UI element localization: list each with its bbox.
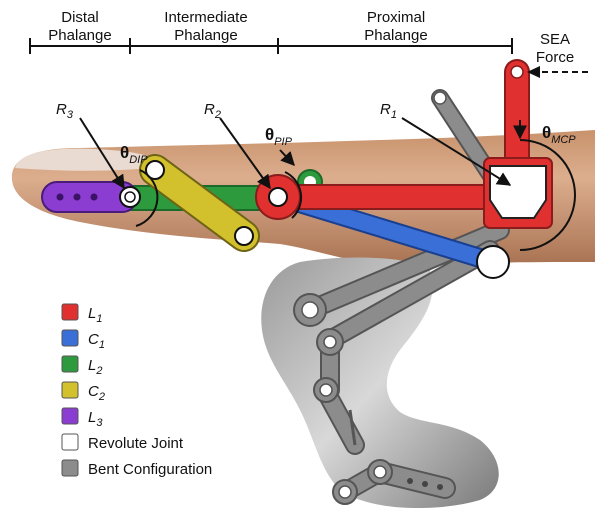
radius-r3-label: R3 (56, 101, 74, 121)
svg-text:C2: C2 (88, 383, 105, 403)
svg-text:L2: L2 (88, 357, 102, 377)
svg-text:C1: C1 (88, 331, 105, 351)
svg-text:Revolute Joint: Revolute Joint (88, 435, 184, 452)
sea-label-line2: Force (536, 49, 574, 66)
svg-text:Bent Configuration: Bent Configuration (88, 461, 212, 478)
distal-label-line2: Phalange (48, 27, 111, 44)
legend-item-c2: C2 (62, 382, 105, 403)
radius-r2-label: R2 (204, 101, 221, 121)
svg-text:L3: L3 (88, 409, 103, 429)
distal-label-line1: Distal (61, 9, 99, 26)
radius-labels: R3 R2 R1 (56, 101, 397, 121)
proximal-label-line1: Proximal (367, 9, 425, 26)
legend-item-revolute-joint: Revolute Joint (62, 434, 184, 452)
segment-labels: Distal Phalange Intermediate Phalange Pr… (48, 9, 574, 66)
legend: L1 C1 L2 C2 L3 Revolute Joint Bent Confi… (62, 304, 212, 478)
intermediate-label-line2: Phalange (174, 27, 237, 44)
sea-label-line1: SEA (540, 31, 570, 48)
legend-item-l2: L2 (62, 356, 102, 377)
legend-item-l1: L1 (62, 304, 102, 325)
svg-text:L1: L1 (88, 305, 102, 325)
legend-item-c1: C1 (62, 330, 105, 351)
intermediate-label-line1: Intermediate (164, 9, 247, 26)
legend-item-bent-configuration: Bent Configuration (62, 460, 212, 478)
proximal-label-line2: Phalange (364, 27, 427, 44)
legend-item-l3: L3 (62, 408, 103, 429)
sea-force-arrow (527, 66, 588, 78)
radius-r1-label: R1 (380, 101, 397, 121)
